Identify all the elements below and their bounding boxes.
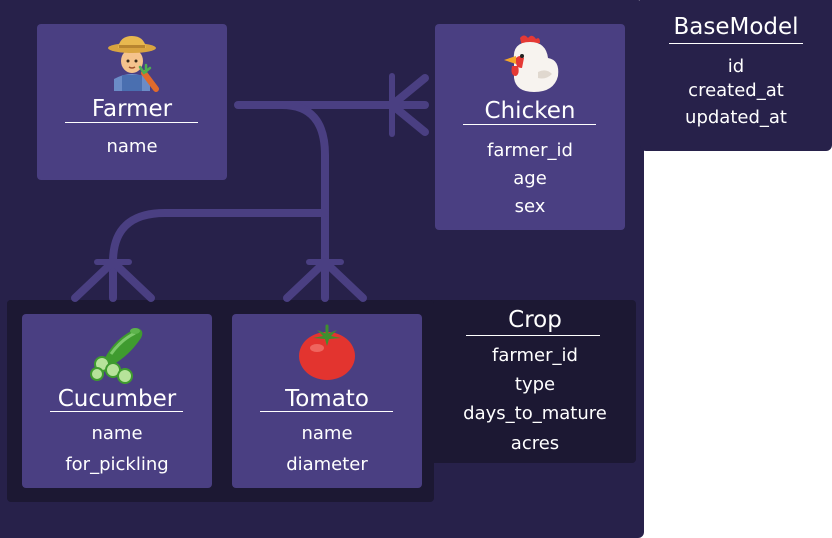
cucumber-field: for_pickling <box>65 454 169 475</box>
chicken-title-rule <box>463 124 596 125</box>
base-model-field: id <box>727 56 745 77</box>
base-model-title: BaseModel <box>673 14 799 40</box>
cucumber-title: Cucumber <box>57 386 177 412</box>
tomato-title: Tomato <box>285 386 369 412</box>
chicken-icon <box>435 34 625 98</box>
tomato-title-rule <box>260 411 393 412</box>
connector-farmer-tomato <box>278 101 329 302</box>
base-model-panel <box>640 0 832 151</box>
base-model-field: updated_at <box>685 107 787 128</box>
chicken-field: sex <box>514 196 546 217</box>
base-model-title-rule <box>669 43 803 44</box>
tomato-field: diameter <box>286 454 368 475</box>
cucumber-title-rule <box>50 411 183 412</box>
farmer-title-rule <box>65 122 198 123</box>
tomato-field: name <box>301 423 353 444</box>
crowfoot-cucumber <box>71 258 155 302</box>
crop-field: type <box>514 374 556 395</box>
chicken-field: farmer_id <box>487 140 573 161</box>
chicken-field: age <box>513 168 547 189</box>
cucumber-icon <box>22 320 212 388</box>
cucumber-field: name <box>91 423 143 444</box>
chicken-title: Chicken <box>484 98 576 124</box>
farmer-title: Farmer <box>91 96 173 122</box>
base-model-field: created_at <box>688 80 784 101</box>
tomato-entity[interactable]: Tomato name diameter <box>232 314 422 488</box>
crop-title: Crop <box>508 307 562 333</box>
crop-entity[interactable]: Crop farmer_id type days_to_mature acres <box>434 300 636 463</box>
crop-field: days_to_mature <box>463 403 607 424</box>
crop-field: acres <box>510 433 560 454</box>
chicken-entity[interactable]: Chicken farmer_id age sex <box>435 24 625 230</box>
farmer-field: name <box>106 136 158 157</box>
connector-farmer-cucumber <box>109 209 329 302</box>
crop-field: farmer_id <box>492 345 578 366</box>
cucumber-entity[interactable]: Cucumber name for_pickling <box>22 314 212 488</box>
crop-title-rule <box>466 335 600 336</box>
crowfoot-tomato <box>283 258 367 302</box>
farmer-entity[interactable]: Farmer name <box>37 24 227 180</box>
base-model-entity[interactable]: BaseModel id created_at updated_at <box>640 0 832 151</box>
tomato-icon <box>232 322 422 386</box>
crowfoot-chicken <box>388 74 429 136</box>
farmer-icon <box>37 31 227 99</box>
